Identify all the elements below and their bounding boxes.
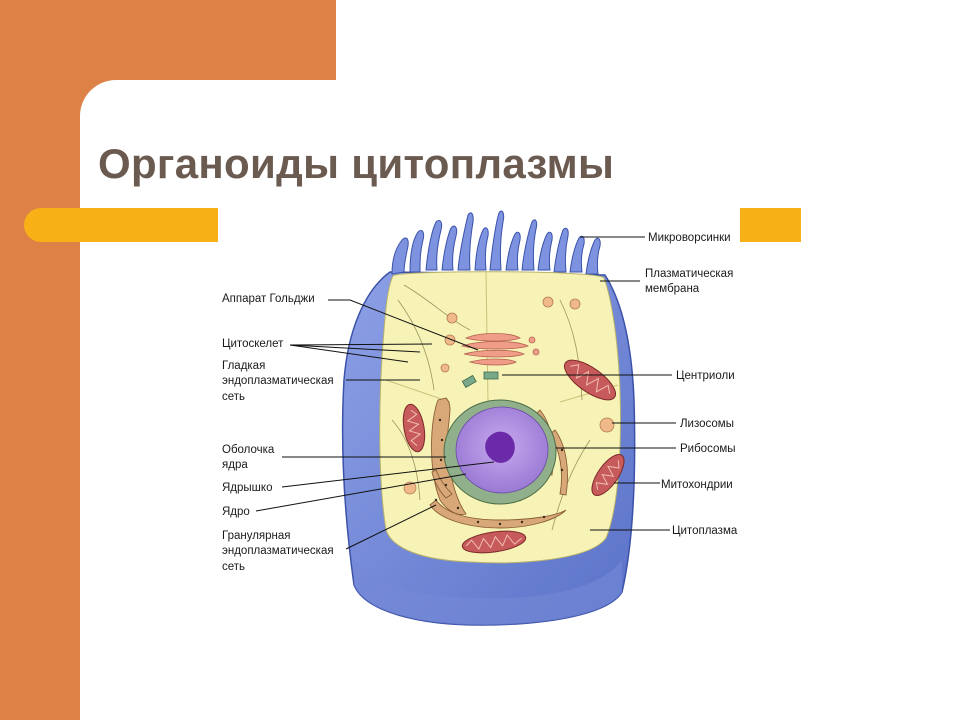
label-cytoskeleton: Цитоскелет [222,338,284,350]
label-rough-er-1: Гранулярная [222,530,291,542]
leader-lines-left [255,299,495,550]
orange-top-band [0,0,336,80]
label-plasma-membrane-1: Плазматическая [645,268,733,280]
label-nucleolus: Ядрышко [222,482,272,494]
cytoskeleton [391,284,591,531]
label-centrioles: Центриоли [676,370,735,382]
label-nuclear-envelope-2: ядра [222,459,248,471]
slide-title: Органоиды цитоплазмы [98,140,615,187]
label-cytoplasm: Цитоплазма [672,525,738,537]
label-golgi: Аппарат Гольджи [222,293,315,305]
microvilli [391,210,601,275]
label-lysosomes: Лизосомы [680,418,734,430]
label-rough-er-3: сеть [222,561,245,573]
accent-bar-left [24,208,218,242]
orange-side-band [0,0,80,720]
label-nucleus: Ядро [222,506,250,518]
golgi-apparatus [460,333,540,366]
label-plasma-membrane-2: мембрана [645,283,700,295]
label-microvilli: Микроворсинки [648,232,731,244]
mitochondria [402,359,625,554]
label-mitochondria: Митохондрии [661,479,733,491]
nucleus [443,399,557,505]
label-ribosomes: Рибосомы [680,443,736,455]
accent-bar-right [740,208,801,242]
nucleolus [485,431,515,463]
centrioles [461,371,499,389]
label-smooth-er-2: эндоплазматическая [222,375,334,387]
label-smooth-er-1: Гладкая [222,360,265,372]
lysosomes [403,296,615,495]
leader-lines-right [502,236,676,531]
content-panel-corner [80,80,160,160]
label-rough-er-2: эндоплазматическая [222,545,334,557]
label-nuclear-envelope-1: Оболочка [222,444,275,456]
label-smooth-er-3: сеть [222,391,245,403]
